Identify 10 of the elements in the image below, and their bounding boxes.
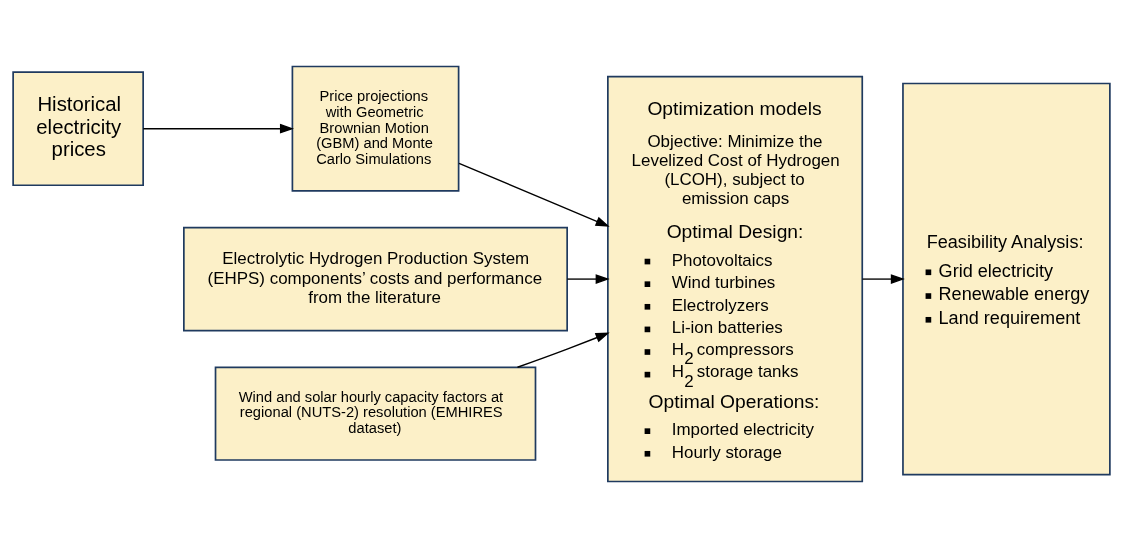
node-box: Electrolytic Hydrogen Production System (EHPS) components’ costs and performance from the literature (183, 226, 568, 331)
arrow (142, 123, 294, 134)
arrow (458, 162, 610, 227)
node-box: Historical electricity prices (12, 70, 144, 186)
node-box: Wind and solar hourly capacity factors at regional (NUTS-2) resolution (EMHIRES dataset) (214, 365, 537, 461)
node-box: Feasibility Analysis: Grid electricity Renewable energy Land requirement (902, 82, 1111, 476)
arrow (516, 332, 610, 368)
arrow (861, 273, 905, 284)
arrow (566, 273, 610, 284)
node-box: Price projections with Geometric Brownian Motion (GBM) and Monte Carlo Simulations (291, 65, 460, 192)
